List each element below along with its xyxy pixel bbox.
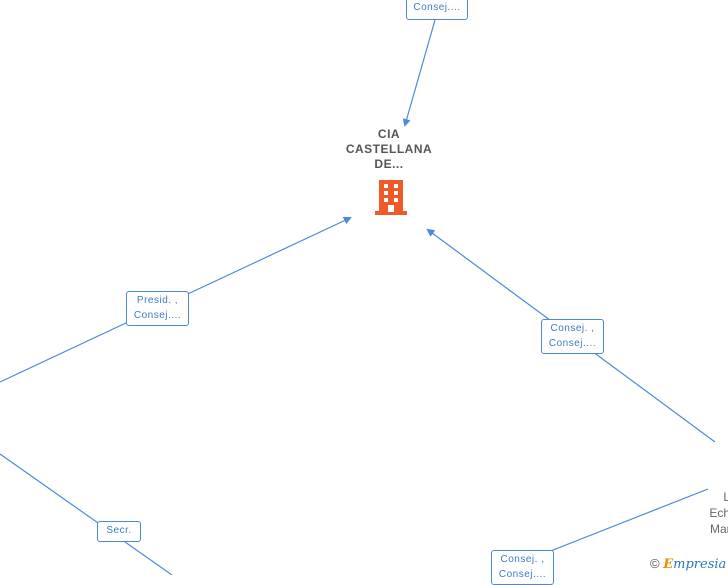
edge-top-to-company [402,19,436,127]
role-label: Consej. , [550,323,595,334]
role-label: Presid. , [136,295,179,306]
role-label: Consej.... [413,2,461,13]
building-icon[interactable] [375,180,407,215]
edge-secretary [0,453,173,575]
copyright-icon: © [650,556,660,571]
role-label: Secr. [106,525,132,536]
role-label: Consej.... [133,310,182,321]
empresia-watermark: © Empresia [650,556,726,572]
role-box-left[interactable]: Presid. , Consej.... [126,291,189,326]
role-box-top[interactable]: Consej.... [406,0,468,20]
role-label: Consej. , [500,554,545,565]
company-name-line: CASTELLANA [345,142,433,156]
person-name[interactable]: L... Ech... Mar... [700,489,728,537]
company-name-line: CIA [377,127,401,141]
brand-initial: E [663,557,674,572]
role-label: Consej.... [548,338,597,349]
person-name-line: L... [723,490,728,504]
person-name-line: Ech... [709,506,728,520]
role-box-secretary[interactable]: Secr. [97,521,141,542]
company-name-line: DE... [374,157,404,171]
role-box-right[interactable]: Consej. , Consej.... [541,319,604,354]
brand-name: mpresia [673,557,727,572]
role-box-bottom[interactable]: Consej. , Consej.... [491,550,554,585]
company-name[interactable]: CIA CASTELLANA DE... [340,127,438,172]
person-name-line: Mar... [709,522,728,536]
